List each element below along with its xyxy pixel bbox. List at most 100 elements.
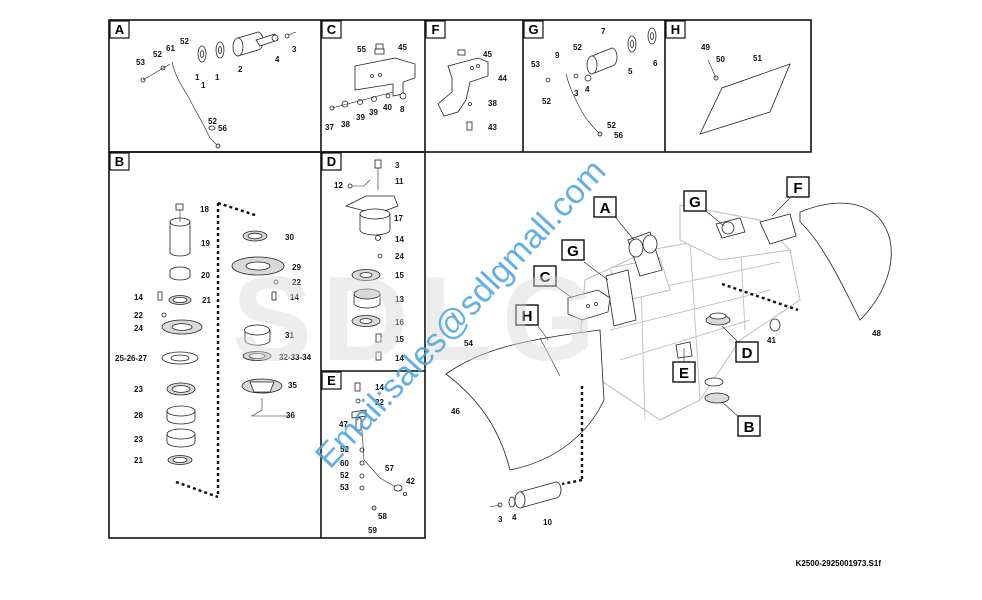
svg-text:3: 3 [574,89,579,98]
panel-a-drawing [140,31,297,149]
svg-text:49: 49 [701,43,710,52]
svg-text:20: 20 [201,271,210,280]
svg-text:45: 45 [483,50,492,59]
svg-text:41: 41 [767,336,776,345]
svg-text:21: 21 [134,456,143,465]
callout-boxes: A G F G C H D [515,176,810,437]
panel-g-drawing [545,27,657,137]
svg-text:55: 55 [357,45,366,54]
svg-text:D: D [742,345,753,362]
svg-text:15: 15 [395,271,404,280]
panel-label-a: A [109,20,130,39]
svg-text:39: 39 [356,113,365,122]
panel-label-e: E [321,371,342,390]
svg-text:52: 52 [573,43,582,52]
svg-text:5: 5 [628,67,633,76]
svg-text:3: 3 [395,161,400,170]
svg-text:4: 4 [512,513,517,522]
svg-text:C: C [540,269,551,286]
svg-text:22: 22 [375,398,384,407]
svg-text:6: 6 [653,59,658,68]
panel-e-drawing [351,382,407,511]
svg-text:56: 56 [218,124,227,133]
svg-text:52: 52 [208,117,217,126]
svg-text:9: 9 [555,51,560,60]
svg-text:61: 61 [166,44,175,53]
svg-text:56: 56 [614,131,623,140]
svg-text:52: 52 [340,471,349,480]
svg-text:G: G [689,194,701,211]
svg-text:1: 1 [195,73,200,82]
panel-frames [108,19,812,539]
svg-text:52: 52 [607,121,616,130]
svg-text:25-26-27: 25-26-27 [115,354,148,363]
svg-text:28: 28 [134,411,143,420]
svg-text:58: 58 [378,512,387,521]
left-column-frame [108,151,426,539]
svg-text:8: 8 [400,105,405,114]
svg-text:59: 59 [368,526,377,535]
callout-g-top: G [683,190,725,227]
svg-text:E: E [679,365,689,382]
svg-text:38: 38 [341,120,350,129]
svg-text:4: 4 [275,55,280,64]
svg-text:3: 3 [292,45,297,54]
svg-text:4: 4 [585,85,590,94]
panel-label-c: C [321,20,342,39]
svg-text:24: 24 [395,252,404,261]
svg-text:43: 43 [488,123,497,132]
svg-text:H: H [522,308,533,325]
panel-d-drawing [344,159,399,361]
svg-text:22: 22 [292,278,301,287]
panel-f-drawing [437,49,489,131]
svg-text:47: 47 [339,420,348,429]
callout-f: F [771,176,810,217]
svg-text:32-33-34: 32-33-34 [279,353,312,362]
svg-text:H: H [671,22,680,37]
svg-text:52: 52 [340,445,349,454]
top-row-frame [108,19,812,153]
svg-text:23: 23 [134,435,143,444]
svg-text:24: 24 [134,324,143,333]
panel-d-numbers: 3 12 11 17 14 24 15 13 16 15 14 [334,161,404,363]
svg-text:38: 38 [488,99,497,108]
svg-text:F: F [793,180,802,197]
svg-text:13: 13 [395,295,404,304]
svg-text:E: E [327,373,336,388]
svg-text:60: 60 [340,459,349,468]
svg-text:17: 17 [394,214,403,223]
panel-label-h: H [665,20,686,39]
callout-c: C [533,265,573,299]
svg-text:52: 52 [542,97,551,106]
panel-label-b: B [109,152,130,171]
panel-g-numbers: 53 9 52 7 5 6 52 3 4 52 56 [531,27,658,140]
callout-b: B [721,401,761,437]
svg-text:1: 1 [201,81,206,90]
svg-text:48: 48 [872,329,881,338]
svg-text:7: 7 [601,27,606,36]
panel-f-numbers: 45 44 38 43 [483,50,507,132]
svg-text:52: 52 [180,37,189,46]
svg-text:14: 14 [134,293,143,302]
svg-text:36: 36 [286,411,295,420]
svg-text:18: 18 [200,205,209,214]
svg-text:14: 14 [290,293,299,302]
svg-text:23: 23 [134,385,143,394]
svg-text:11: 11 [395,177,404,186]
svg-text:45: 45 [398,43,407,52]
svg-text:D: D [327,154,336,169]
svg-text:46: 46 [451,407,460,416]
svg-text:14: 14 [395,235,404,244]
svg-text:42: 42 [406,477,415,486]
svg-text:53: 53 [531,60,540,69]
main-view-numbers: 54 46 48 41 3 4 10 [451,329,881,527]
svg-text:52: 52 [153,50,162,59]
svg-text:2: 2 [238,65,243,74]
svg-text:14: 14 [395,354,404,363]
callout-e: E [672,348,696,383]
svg-text:19: 19 [201,239,210,248]
svg-text:15: 15 [395,335,404,344]
svg-text:50: 50 [716,55,725,64]
svg-text:53: 53 [136,58,145,67]
svg-text:40: 40 [383,103,392,112]
